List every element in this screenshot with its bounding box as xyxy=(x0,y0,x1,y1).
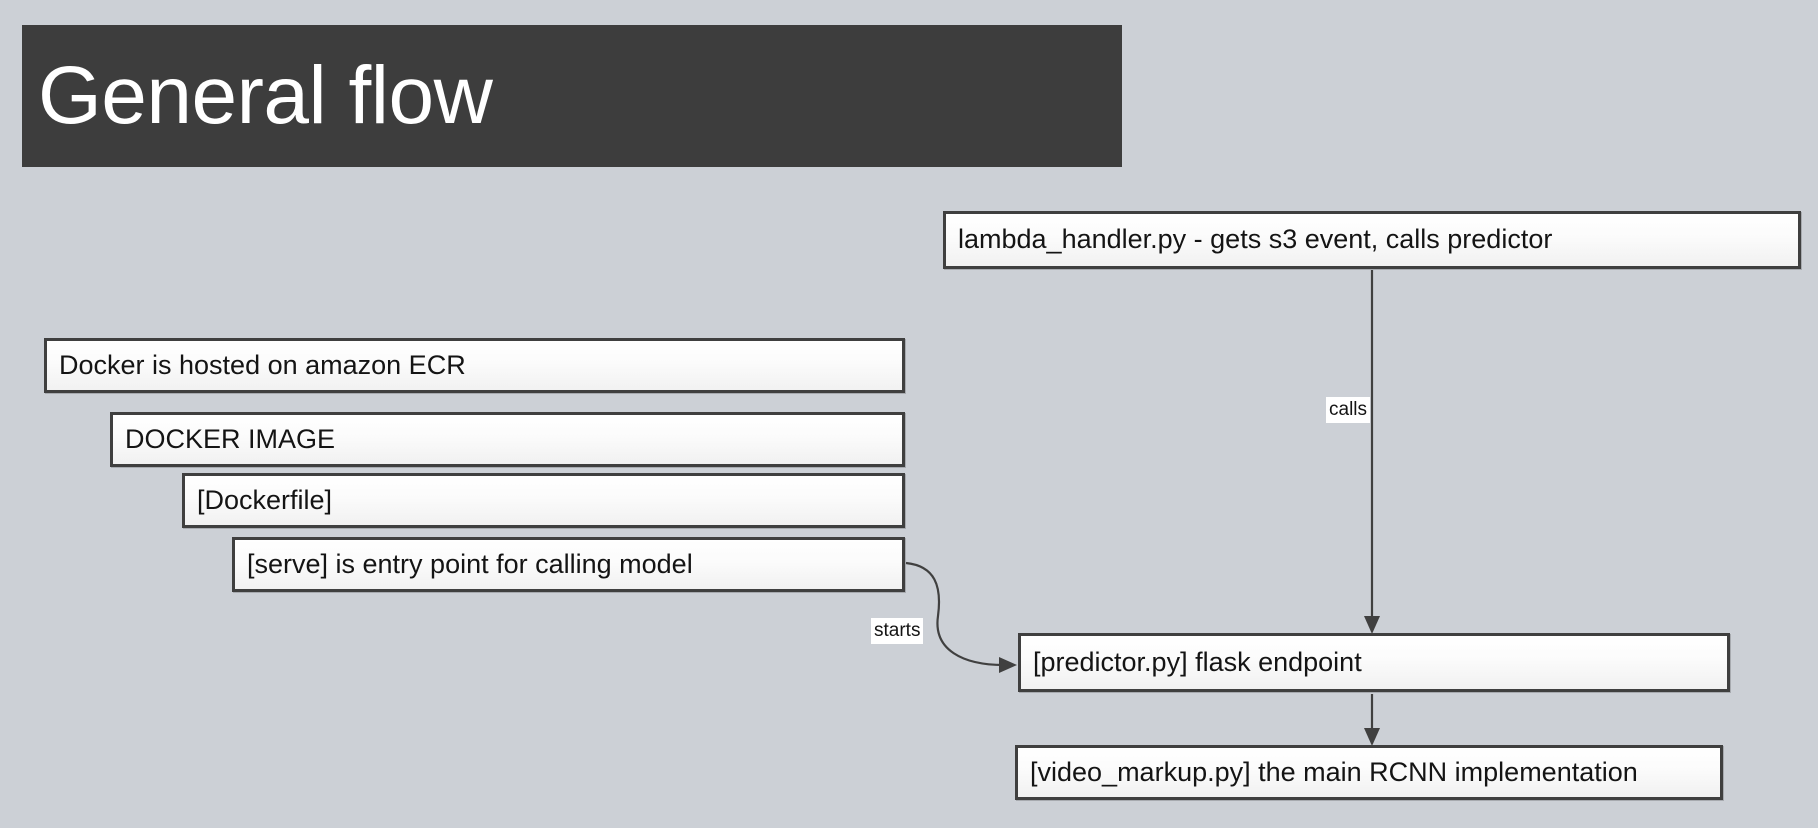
flow-box-predictor[interactable]: [predictor.py] flask endpoint xyxy=(1018,633,1730,692)
page-title: General flow xyxy=(38,50,493,141)
flow-box-dockerfile-label: [Dockerfile] xyxy=(197,484,333,515)
flow-box-serve-label: [serve] is entry point for calling model xyxy=(247,548,693,579)
flow-box-video-markup-label: [video_markup.py] the main RCNN implemen… xyxy=(1030,756,1638,787)
flow-box-docker-image[interactable]: DOCKER IMAGE xyxy=(110,412,905,467)
flow-box-docker-ecr-label: Docker is hosted on amazon ECR xyxy=(59,349,466,380)
flow-box-serve[interactable]: [serve] is entry point for calling model xyxy=(232,537,905,592)
flow-box-video-markup[interactable]: [video_markup.py] the main RCNN implemen… xyxy=(1015,745,1723,800)
slide-title-banner: General flow xyxy=(22,25,1122,167)
flow-box-dockerfile[interactable]: [Dockerfile] xyxy=(182,473,905,528)
flow-box-predictor-label: [predictor.py] flask endpoint xyxy=(1033,646,1362,677)
flow-box-docker-ecr[interactable]: Docker is hosted on amazon ECR xyxy=(44,338,905,393)
connector-label-calls: calls xyxy=(1326,397,1371,423)
connector-lambda-to-predictor xyxy=(1364,270,1380,634)
flow-box-docker-image-label: DOCKER IMAGE xyxy=(125,423,336,454)
connector-predictor-to-video xyxy=(1364,694,1380,746)
flow-box-lambda-handler[interactable]: lambda_handler.py - gets s3 event, calls… xyxy=(943,211,1801,269)
flow-box-lambda-handler-label: lambda_handler.py - gets s3 event, calls… xyxy=(958,224,1553,255)
connector-label-starts: starts xyxy=(871,618,924,644)
